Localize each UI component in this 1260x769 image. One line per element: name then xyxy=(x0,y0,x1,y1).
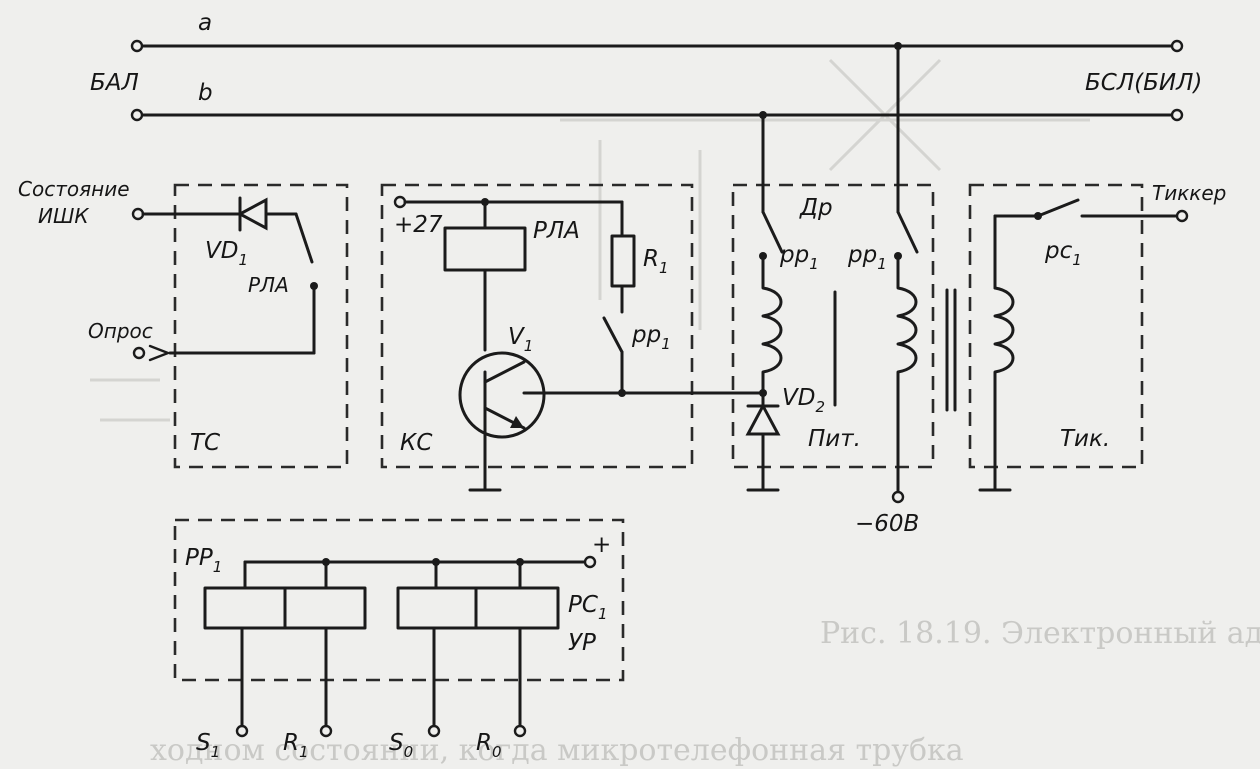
ticker-label: Тиккер xyxy=(1152,181,1226,205)
ks-block: +27 РЛА R1 рр1 V1 КС xyxy=(380,183,762,492)
poll-input-label: Опрос xyxy=(88,319,153,343)
ts-block-name: ТС xyxy=(190,430,220,456)
v1-transistor-icon xyxy=(458,351,546,439)
bus-a-label: a xyxy=(198,10,212,36)
pit-block: −60В Др рр1 рр1 VD2 Пит. xyxy=(731,42,957,537)
pit-block-frame xyxy=(731,183,935,469)
r1-label-input: R1 xyxy=(283,730,309,761)
s0-terminal xyxy=(427,724,441,738)
s1-terminal xyxy=(235,724,249,738)
r1-label: R1 xyxy=(643,246,669,277)
bus-a-left-terminal xyxy=(130,39,144,53)
choke-coil-icon xyxy=(761,254,783,395)
ks-pp1-label: рр1 xyxy=(631,322,671,353)
tik-block: Тиккер рс1 Тик. xyxy=(968,181,1226,492)
poll-arrow-icon xyxy=(148,344,172,362)
bus-b-right-terminal xyxy=(1170,108,1184,122)
rc1-switch-icon xyxy=(1036,198,1080,218)
s1-label: S1 xyxy=(196,730,220,761)
rc1-relay-label: РС1 xyxy=(568,592,607,623)
ticker-terminal xyxy=(1175,209,1189,223)
bleed-caption: Рис. 18.19. Электронный адресатель xyxy=(820,616,1260,651)
pit-supply-terminal xyxy=(891,490,905,504)
tik-block-name: Тик. xyxy=(1060,426,1110,452)
bsl-label: БСЛ(БИЛ) xyxy=(1085,70,1202,96)
vd2-label: VD2 xyxy=(782,385,825,416)
pit-pp1-right-switch-icon xyxy=(896,210,919,254)
rr1-label: РР1 xyxy=(185,545,222,576)
ts-block: VD1 РЛА ТС xyxy=(141,183,349,469)
pit-pp1-left-switch-icon xyxy=(761,210,784,254)
tik-block-frame xyxy=(968,183,1144,469)
left-inputs: Состояние ИШК Опрос xyxy=(18,177,172,362)
ks-block-frame xyxy=(380,183,694,469)
rc1-relay-icon xyxy=(396,586,560,630)
state-input-label-2: ИШК xyxy=(38,204,89,228)
ur-block-name: УР xyxy=(568,630,596,656)
bus-b-label: b xyxy=(198,80,213,106)
ur-block: + РР1 РС1 УР S1 R1 S0 R0 xyxy=(173,518,625,761)
r1-resistor-icon xyxy=(610,234,636,288)
v1-collector xyxy=(483,360,526,384)
ts-rla-label: РЛА xyxy=(248,273,289,297)
bleed-text-line: ходном состоянии, когда микротелефонная … xyxy=(150,733,964,768)
bus-a-right-terminal xyxy=(1170,39,1184,53)
bus-lines: a b БАЛ БСЛ(БИЛ) xyxy=(90,10,1202,122)
tik-coil-icon xyxy=(993,286,1015,492)
choke-label: Др xyxy=(799,195,833,221)
s0-label: S0 xyxy=(389,730,413,761)
ks-relay-label: РЛА xyxy=(533,218,580,244)
ks-supply-label: +27 xyxy=(394,212,443,238)
r1-terminal xyxy=(319,724,333,738)
vd1-label: VD1 xyxy=(205,238,248,269)
pit-pp1-right-label: рр1 xyxy=(847,242,887,273)
bus-b-left-terminal xyxy=(130,108,144,122)
ks-block-name: КС xyxy=(400,430,432,456)
v1-emitter-arrow-icon xyxy=(510,416,524,428)
ts-block-frame xyxy=(173,183,349,469)
vd2-diode-icon xyxy=(745,402,781,436)
pit-block-name: Пит. xyxy=(808,426,861,452)
rc1-label: рс1 xyxy=(1044,238,1082,269)
ks-junction-2 xyxy=(618,389,626,397)
r0-label: R0 xyxy=(476,730,502,761)
ur-block-frame xyxy=(173,518,625,682)
vd1-diode-icon xyxy=(236,197,268,231)
v1-label: V1 xyxy=(508,324,533,355)
pp1-switch-icon xyxy=(602,316,624,354)
rla-relay-coil-icon xyxy=(443,226,527,272)
state-input-label-1: Состояние xyxy=(18,177,130,201)
poll-input-terminal xyxy=(132,346,146,360)
bal-label: БАЛ xyxy=(90,70,139,96)
rla-switch-icon xyxy=(294,212,314,264)
pit-supply-label: −60В xyxy=(855,511,919,537)
bleed-through-layer: Рис. 18.19. Электронный адресатель ходно… xyxy=(90,58,1260,768)
pit-pp1-left-label: рр1 xyxy=(779,242,819,273)
ur-plus-terminal xyxy=(583,555,597,569)
pit-right-coil-icon xyxy=(896,254,918,494)
r0-terminal xyxy=(513,724,527,738)
ur-plus-label: + xyxy=(592,532,611,558)
